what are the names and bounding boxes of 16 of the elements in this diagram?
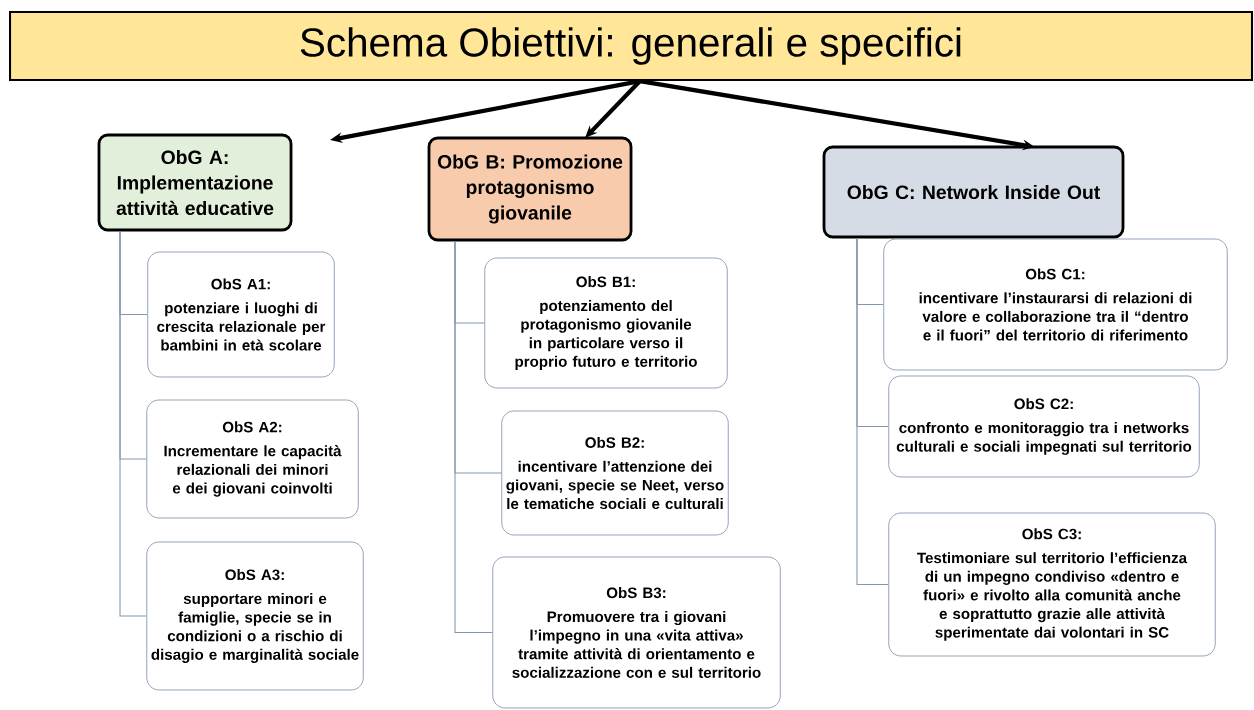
connector-line	[856, 237, 889, 586]
objective-box: ObS B2: incentivare l’attenzione dei giovani, specie se Neet, verso le tematiche sociali e culturali	[501, 410, 729, 536]
title-banner: Schema Obiettivi: generali e specifici	[8, 10, 1254, 82]
goal-box: ObG A: Implementazione attività educative	[97, 133, 293, 232]
objective-box: ObS A1: potenziare i luoghi di crescita relazionale per bambini in età scolare	[147, 251, 335, 378]
objective-box: ObS B3: Promuovere tra i giovani l’impegno in una «vita attiva» tramite attività di orientamento e socializzazione con e sul territorio	[492, 556, 781, 709]
connector-line	[454, 240, 493, 634]
objective-box: ObS C1: incentivare l’instaurarsi di relazioni di valore e collaborazione tra il “dentro e il fuori” del territorio di riferimento	[883, 238, 1228, 371]
goal-box: ObG C: Network Inside Out	[822, 145, 1125, 239]
objective-box: ObS A2: Incrementare le capacità relazionali dei minori e dei giovani coinvolti	[146, 399, 359, 519]
goal-box: ObG B: Promozione protagonismo giovanile	[427, 136, 633, 242]
objective-box: ObS A3: supportare minori e famiglie, specie se in condizioni o a rischio di disagio e marginalità sociale	[146, 541, 364, 691]
connector-line	[119, 230, 147, 617]
objective-box: ObS B1: potenziamento del protagonismo giovanile in particolare verso il proprio futuro e territorio	[484, 257, 728, 389]
objective-box: ObS C2: confronto e monitoraggio tra i networks culturali e sociali impegnati sul territorio	[888, 375, 1200, 478]
objective-box: ObS C3: Testimoniare sul territorio l’efficienza di un impegno condiviso «dentro e fuori» e rivolto alla comunità anche e soprattutto grazie alle attività sperimentate dai volontari in SC	[888, 512, 1216, 657]
